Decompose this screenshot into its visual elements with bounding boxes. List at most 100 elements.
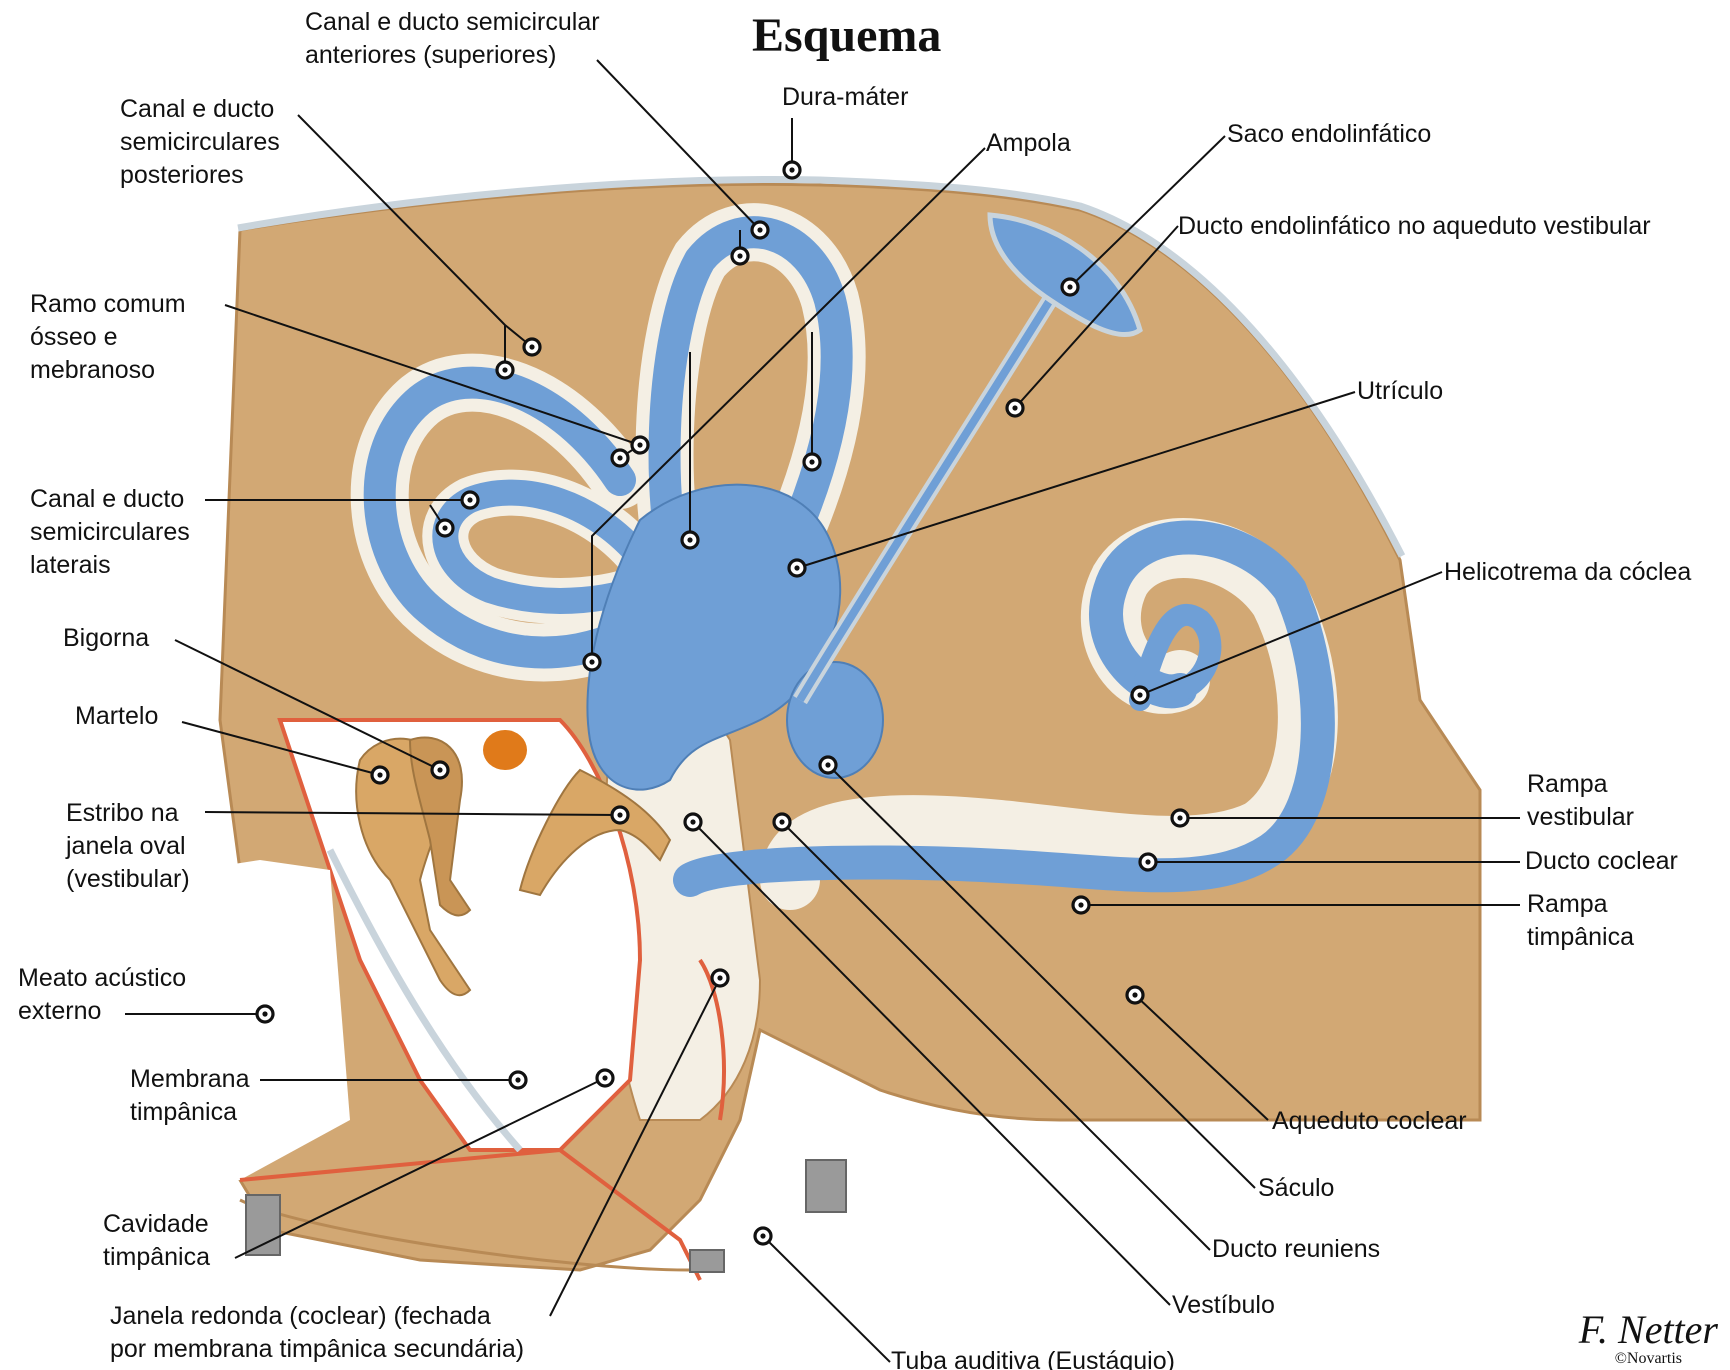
- label-saculo-line: Sáculo: [1258, 1172, 1334, 1205]
- label-membrana-line: timpânica: [130, 1096, 250, 1129]
- label-janela-redonda-line: por membrana timpânica secundária): [110, 1333, 524, 1366]
- signature-copyright: ©Novartis: [1579, 1350, 1718, 1368]
- target-marker-center: [789, 167, 794, 172]
- label-saco-endolinfatico-line: Saco endolinfático: [1227, 118, 1431, 151]
- label-meato-line: externo: [18, 995, 186, 1028]
- label-dura-mater: Dura-máter: [782, 81, 908, 114]
- label-canal-laterais-line: laterais: [30, 549, 190, 582]
- label-utriculo: Utrículo: [1357, 375, 1443, 408]
- target-marker-center: [377, 772, 382, 777]
- target-marker-center: [779, 819, 784, 824]
- signature-script: F. Netter: [1579, 1310, 1718, 1350]
- target-marker-center: [589, 659, 594, 664]
- target-marker-center: [1145, 859, 1150, 864]
- target-marker-center: [757, 227, 762, 232]
- target-marker-center: [437, 767, 442, 772]
- target-marker-center: [1177, 815, 1182, 820]
- label-ducto-reuniens: Ducto reuniens: [1212, 1233, 1380, 1266]
- target-marker-center: [442, 525, 447, 530]
- target-marker-center: [1132, 992, 1137, 997]
- target-marker-center: [617, 455, 622, 460]
- label-helicotrema: Helicotrema da cóclea: [1444, 556, 1691, 589]
- label-membrana-line: Membrana: [130, 1063, 250, 1096]
- label-ampola: Ampola: [986, 127, 1071, 160]
- label-estribo-line: janela oval: [66, 830, 190, 863]
- target-marker-center: [825, 762, 830, 767]
- label-utriculo-line: Utrículo: [1357, 375, 1443, 408]
- label-meato: Meato acústicoexterno: [18, 962, 186, 1028]
- label-aqueduto-coclear-line: Aqueduto coclear: [1272, 1105, 1467, 1138]
- label-ducto-coclear: Ducto coclear: [1525, 845, 1678, 878]
- label-rampa-vestibular-line: Rampa: [1527, 768, 1634, 801]
- label-ducto-reuniens-line: Ducto reuniens: [1212, 1233, 1380, 1266]
- target-marker-center: [617, 812, 622, 817]
- cartilage-bottom: [690, 1250, 724, 1272]
- target-marker-center: [515, 1077, 520, 1082]
- target-marker-center: [1137, 692, 1142, 697]
- label-rampa-timpanica-line: Rampa: [1527, 888, 1634, 921]
- leader-tuba: [763, 1236, 890, 1362]
- label-canal-anteriores-line: Canal e ducto semicircular: [305, 6, 600, 39]
- label-estribo: Estribo najanela oval(vestibular): [66, 797, 190, 896]
- cartilage-left: [246, 1195, 280, 1255]
- target-marker-center: [1078, 902, 1083, 907]
- label-janela-redonda-line: Janela redonda (coclear) (fechada: [110, 1300, 524, 1333]
- label-ducto-endolinfatico-line: Ducto endolinfático no aqueduto vestibul…: [1178, 210, 1651, 243]
- label-helicotrema-line: Helicotrema da cóclea: [1444, 556, 1691, 589]
- target-marker-center: [687, 537, 692, 542]
- label-canal-laterais-line: Canal e ducto: [30, 483, 190, 516]
- target-marker-center: [809, 459, 814, 464]
- label-tuba-auditiva: Tuba auditiva (Eustáquio): [891, 1345, 1175, 1370]
- target-marker-center: [717, 975, 722, 980]
- label-martelo: Martelo: [75, 700, 158, 733]
- label-canal-posteriores-line: Canal e ducto: [120, 93, 280, 126]
- target-marker-center: [637, 442, 642, 447]
- target-marker-center: [794, 565, 799, 570]
- label-rampa-vestibular-line: vestibular: [1527, 801, 1634, 834]
- label-bigorna: Bigorna: [63, 622, 149, 655]
- target-marker-center: [1067, 284, 1072, 289]
- label-estribo-line: Estribo na: [66, 797, 190, 830]
- target-marker-center: [262, 1011, 267, 1016]
- label-vestibulo-line: Vestíbulo: [1172, 1289, 1275, 1322]
- label-bigorna-line: Bigorna: [63, 622, 149, 655]
- artist-signature: F. Netter ©Novartis: [1579, 1310, 1718, 1368]
- label-saculo: Sáculo: [1258, 1172, 1334, 1205]
- label-saco-endolinfatico: Saco endolinfático: [1227, 118, 1431, 151]
- label-rampa-timpanica-line: timpânica: [1527, 921, 1634, 954]
- label-ampola-line: Ampola: [986, 127, 1071, 160]
- label-cavidade-line: Cavidade: [103, 1208, 210, 1241]
- label-vestibulo: Vestíbulo: [1172, 1289, 1275, 1322]
- target-marker-center: [1012, 405, 1017, 410]
- target-marker-center: [529, 344, 534, 349]
- target-marker-center: [602, 1075, 607, 1080]
- target-marker-center: [760, 1233, 765, 1238]
- target-marker-center: [502, 367, 507, 372]
- label-ducto-coclear-line: Ducto coclear: [1525, 845, 1678, 878]
- oval-window-nerve: [483, 730, 527, 770]
- label-aqueduto-coclear: Aqueduto coclear: [1272, 1105, 1467, 1138]
- label-dura-mater-line: Dura-máter: [782, 81, 908, 114]
- label-ramo-comum-line: ósseo e: [30, 321, 186, 354]
- label-cavidade-line: timpânica: [103, 1241, 210, 1274]
- label-estribo-line: (vestibular): [66, 863, 190, 896]
- label-tuba-auditiva-line: Tuba auditiva (Eustáquio): [891, 1345, 1175, 1370]
- target-marker-center: [690, 819, 695, 824]
- label-canal-posteriores-line: semicirculares: [120, 126, 280, 159]
- label-ramo-comum-line: mebranoso: [30, 354, 186, 387]
- diagram-title: Esquema: [752, 8, 941, 63]
- label-martelo-line: Martelo: [75, 700, 158, 733]
- target-marker-center: [737, 253, 742, 258]
- label-ducto-endolinfatico: Ducto endolinfático no aqueduto vestibul…: [1178, 210, 1651, 243]
- label-canal-anteriores-line: anteriores (superiores): [305, 39, 600, 72]
- label-ramo-comum-line: Ramo comum: [30, 288, 186, 321]
